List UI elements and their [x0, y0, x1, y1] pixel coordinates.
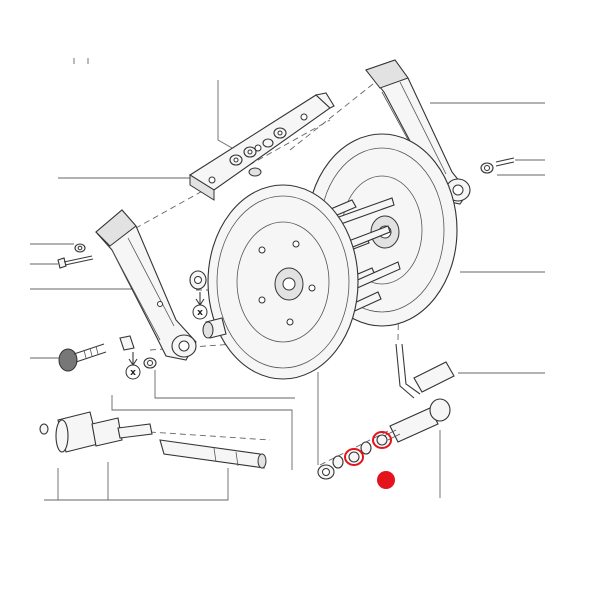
left-support-arm	[95, 209, 197, 361]
x-marker-label-2: x	[130, 368, 136, 378]
x-marker-icon	[192, 304, 208, 320]
selection-dot-icon	[377, 471, 395, 489]
upper-seal-ring-highlight	[372, 431, 392, 449]
top-mounting-bracket	[188, 92, 335, 201]
hose-inlet-shaft	[39, 411, 267, 469]
reel-bushings	[189, 270, 227, 339]
x-marker-icon	[125, 364, 141, 380]
x-marker-group-upper: x	[192, 292, 208, 320]
top-bracket-fasteners	[229, 127, 287, 177]
locking-knob-bolt	[58, 343, 107, 372]
lower-seal-ring-highlight	[344, 448, 364, 466]
x-marker-label-1: x	[197, 308, 203, 318]
arm-pivot-bolt	[119, 335, 157, 369]
highlighted-seal-rings	[344, 431, 395, 489]
leader-lines	[30, 58, 545, 501]
x-marker-group-lower: x	[125, 352, 141, 380]
left-arm-fasteners	[57, 243, 94, 269]
crank-handle	[395, 343, 455, 399]
swivel-joint-assembly	[317, 398, 451, 480]
front-reel-disc	[207, 184, 359, 380]
